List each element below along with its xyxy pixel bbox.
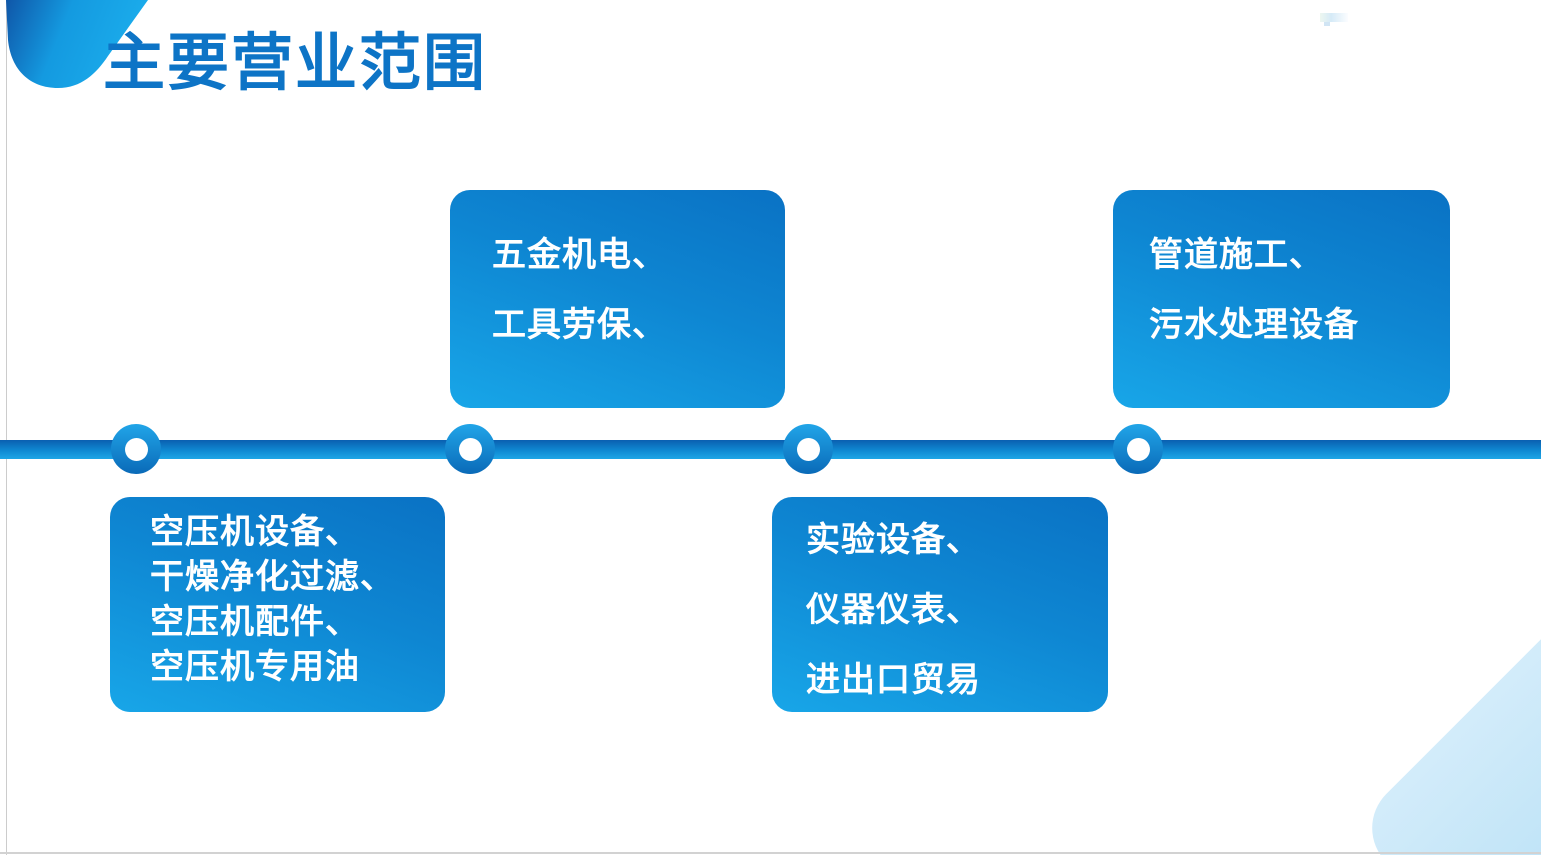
slide-left-border — [6, 0, 7, 855]
business-card-3: 实验设备、 仪器仪表、 进出口贸易 — [772, 497, 1108, 712]
card-line: 仪器仪表、 — [806, 591, 981, 629]
card-line: 空压机配件、 — [150, 603, 360, 641]
business-card-2: 五金机电、 工具劳保、 — [450, 190, 785, 408]
timeline-node-dot — [796, 437, 820, 461]
card-line: 空压机设备、 — [150, 513, 360, 551]
timeline-node-4 — [1113, 424, 1163, 474]
timeline-node-dot — [458, 437, 482, 461]
card-line: 管道施工、 — [1149, 236, 1324, 274]
corner-decoration-top-left-icon — [6, 0, 148, 88]
page-title: 主要营业范围 — [103, 29, 488, 98]
card-line: 干燥净化过滤、 — [150, 558, 395, 596]
timeline-node-2 — [445, 424, 495, 474]
card-line: 污水处理设备 — [1149, 306, 1359, 344]
card-line: 进出口贸易 — [806, 661, 981, 699]
card-line: 实验设备、 — [806, 521, 981, 559]
artifact-mark — [1320, 13, 1348, 26]
business-card-4: 管道施工、 污水处理设备 — [1113, 190, 1450, 408]
slide-bottom-border — [0, 852, 1541, 854]
timeline-node-1 — [111, 424, 161, 474]
timeline-node-3 — [783, 424, 833, 474]
card-line: 空压机专用油 — [150, 648, 360, 686]
corner-decoration-bottom-right — [1352, 460, 1541, 855]
card-line: 五金机电、 — [492, 236, 667, 274]
card-line: 工具劳保、 — [492, 306, 667, 344]
business-card-1: 空压机设备、 干燥净化过滤、 空压机配件、 空压机专用油 — [110, 497, 445, 712]
timeline-node-dot — [124, 437, 148, 461]
timeline-bar — [0, 440, 1541, 459]
timeline-node-dot — [1126, 437, 1150, 461]
